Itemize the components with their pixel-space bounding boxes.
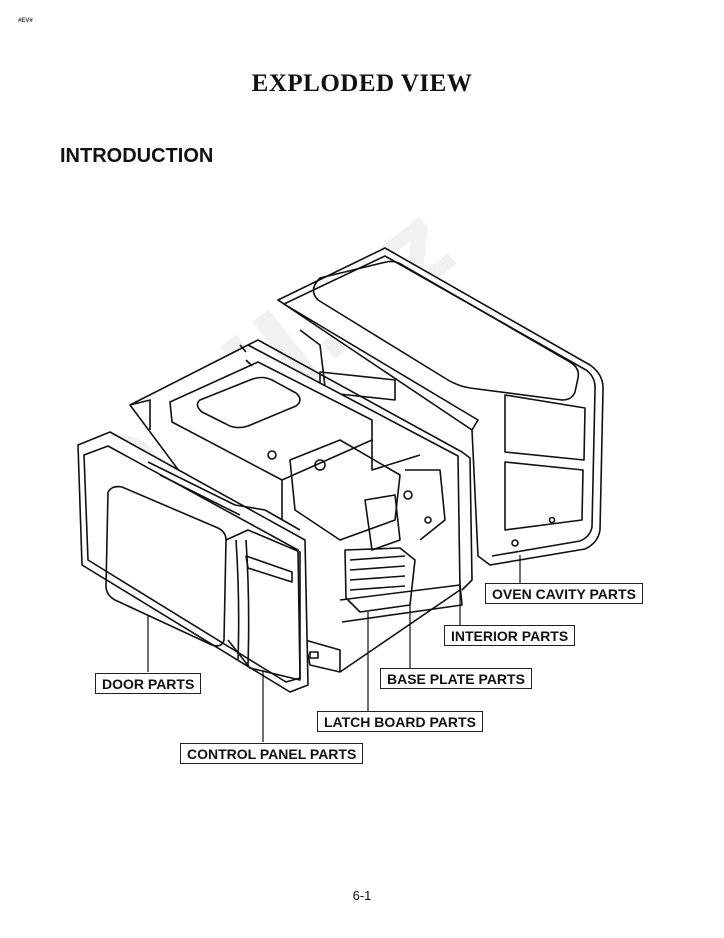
oven-cavity-parts-label: OVEN CAVITY PARTS [485, 583, 643, 604]
page-title: EXPLODED VIEW [251, 70, 473, 97]
base-plate-parts-label: BASE PLATE PARTS [380, 668, 532, 689]
page-number: 6-1 [352, 888, 372, 903]
latch-board-parts-label: LATCH BOARD PARTS [317, 711, 483, 732]
control-panel-parts-label: CONTROL PANEL PARTS [180, 743, 364, 764]
inner-chassis [129, 339, 473, 673]
outer-cabinet [277, 247, 604, 566]
door-parts-label: DOOR PARTS [95, 673, 202, 694]
section-heading: INTRODUCTION [60, 145, 214, 167]
door-assembly [77, 431, 309, 693]
header-tag: #EV# [18, 18, 33, 24]
interior-parts-label: INTERIOR PARTS [444, 625, 576, 646]
